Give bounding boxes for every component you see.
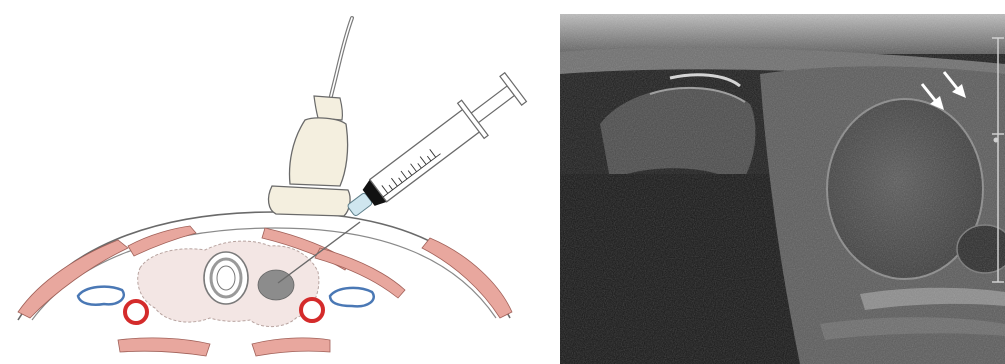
artery-left [125, 301, 147, 323]
muscle-band-right-outer [422, 238, 512, 318]
muscle-band-left-lower [118, 338, 210, 356]
vein-left [78, 287, 124, 305]
probe-icon [269, 18, 352, 216]
illustration-panel [0, 0, 560, 364]
trachea [204, 252, 248, 304]
vein-right [330, 288, 374, 306]
syringe-icon [338, 70, 529, 229]
muscle-band-left-outer [18, 240, 128, 318]
muscle-band-right-lower [252, 338, 330, 356]
artery-right [301, 299, 323, 321]
ultrasound-image [560, 14, 1005, 364]
